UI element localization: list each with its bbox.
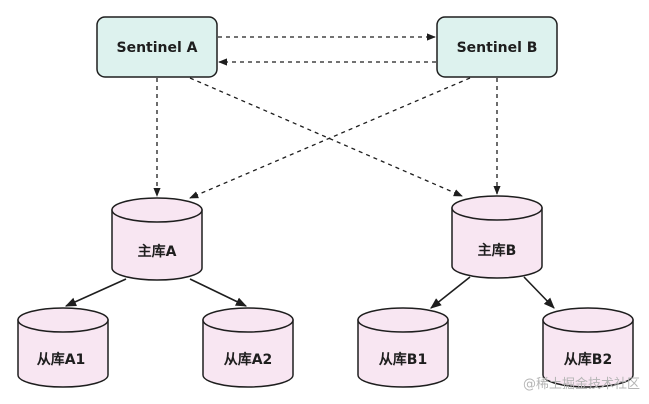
sentinel-b-node: Sentinel B bbox=[436, 16, 558, 78]
slave-b1-label: 从库B1 bbox=[379, 351, 427, 368]
sentinel-a-label: Sentinel A bbox=[116, 40, 197, 56]
slave-b2-label: 从库B2 bbox=[564, 351, 612, 368]
slave-b2-cylinder-top bbox=[542, 307, 634, 333]
master-b-label: 主库B bbox=[478, 242, 517, 259]
master-b-cylinder-body bbox=[451, 207, 543, 279]
sentinel-a-box bbox=[96, 16, 218, 78]
slave-a1-label: 从库A1 bbox=[37, 351, 86, 368]
slave-b1-node: 从库B1 bbox=[357, 307, 449, 388]
edge-master-b-to-slave-b1 bbox=[430, 276, 471, 309]
master-a-cylinder-body bbox=[111, 209, 203, 281]
slave-b1-cylinder-body bbox=[357, 319, 449, 388]
sentinel-b-label: Sentinel B bbox=[457, 40, 538, 56]
master-a-label: 主库A bbox=[138, 243, 177, 260]
edge-master-b-to-slave-b2 bbox=[523, 276, 555, 309]
edge-sentinel-b-to-master-a bbox=[189, 77, 471, 199]
sentinel-b-box bbox=[436, 16, 558, 78]
slave-b1-cylinder-top bbox=[357, 307, 449, 333]
slave-a2-label: 从库A2 bbox=[224, 351, 273, 368]
edge-master-a-to-slave-a1 bbox=[64, 278, 127, 307]
slave-a2-cylinder-top bbox=[202, 307, 294, 333]
master-b-node: 主库B bbox=[451, 195, 543, 279]
slave-b2-node: 从库B2 bbox=[542, 307, 634, 388]
slave-a1-node: 从库A1 bbox=[17, 307, 109, 388]
edge-master-a-to-slave-a2 bbox=[189, 278, 248, 307]
master-a-cylinder-top bbox=[111, 197, 203, 223]
master-a-node: 主库A bbox=[111, 197, 203, 281]
slave-a1-cylinder-top bbox=[17, 307, 109, 333]
master-b-cylinder-top bbox=[451, 195, 543, 221]
slave-a2-cylinder-body bbox=[202, 319, 294, 388]
watermark-text: @稀土掘金技术社区 bbox=[523, 376, 640, 392]
edge-sentinel-a-to-master-b bbox=[189, 77, 463, 197]
slave-a2-node: 从库A2 bbox=[202, 307, 294, 388]
sentinel-a-node: Sentinel A bbox=[96, 16, 218, 78]
slave-b2-cylinder-body bbox=[542, 319, 634, 388]
slave-a1-cylinder-body bbox=[17, 319, 109, 388]
